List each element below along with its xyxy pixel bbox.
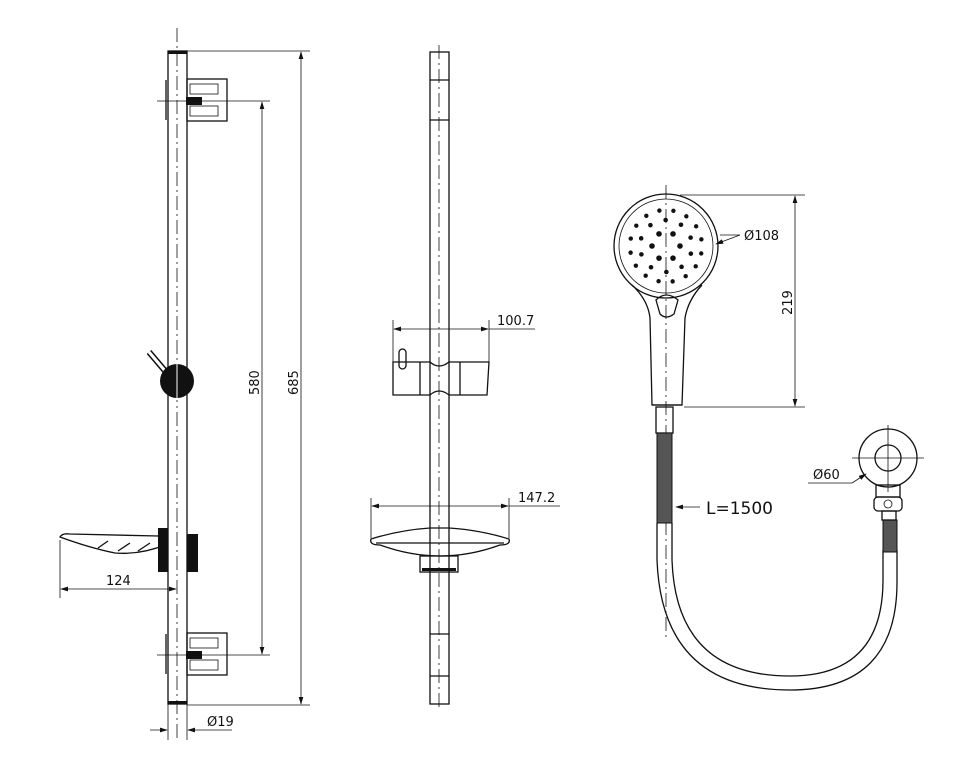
slider-front (392, 348, 490, 396)
nozzle-dot (656, 255, 662, 261)
wall-outlet: Ø60 (808, 425, 924, 521)
nozzle-dot (633, 263, 639, 268)
hand-shower: Ø108 219 (613, 185, 805, 640)
nozzle-dot (678, 222, 684, 228)
bottom-wall-bracket (157, 632, 232, 676)
soap-dish-front (370, 527, 510, 573)
dim-head-length: 219 (781, 290, 796, 315)
slider-knob (146, 350, 194, 400)
nozzle-dot (699, 251, 704, 256)
dim-outlet-diameter: Ø60 (813, 468, 840, 483)
nozzle-dot (644, 213, 649, 219)
nozzle-dot (670, 231, 676, 237)
nozzle-dot (679, 264, 684, 270)
nozzle-dot (688, 251, 694, 256)
nozzle-dot (638, 236, 644, 241)
nozzle-dot (628, 250, 633, 255)
nozzle-dot (671, 208, 676, 213)
nozzle-dot (664, 269, 669, 275)
nozzle-dot (656, 279, 661, 284)
nozzle-dot (670, 279, 675, 284)
dim-soap-dish-depth: 124 (106, 574, 131, 589)
rail-side-view: 685 580 124 Ø19 (59, 28, 310, 742)
nozzle-dot (693, 224, 699, 229)
nozzle-dot (677, 243, 683, 249)
rail-front-view: 100.7 147.2 (370, 45, 560, 710)
nozzle-dot (683, 273, 688, 279)
nozzle-dot (688, 235, 693, 240)
nozzle-dot (639, 252, 644, 257)
nozzle-dot (657, 208, 662, 213)
dim-dish-width: 147.2 (518, 491, 555, 506)
nozzle-dot (699, 237, 704, 242)
dim-hose-length: L=1500 (706, 499, 773, 519)
dim-rail-diameter: Ø19 (207, 715, 234, 730)
nozzle-pattern (628, 208, 704, 284)
nozzle-dot (656, 231, 662, 237)
nozzle-dot (663, 217, 668, 223)
nozzle-dot (648, 222, 653, 228)
nozzle-dot (670, 255, 676, 261)
nozzle-dot (684, 214, 689, 219)
soap-dish-side (59, 528, 198, 572)
nozzle-dot (628, 236, 633, 241)
nozzle-dot (634, 223, 639, 228)
nozzle-dot (693, 264, 698, 269)
dim-total-height: 685 (287, 370, 302, 395)
top-wall-bracket (157, 78, 232, 122)
nozzle-dot (649, 243, 655, 249)
dim-head-diameter: Ø108 (744, 229, 779, 244)
nozzle-dot (643, 273, 648, 278)
dim-slider-width: 100.7 (497, 314, 534, 329)
dim-bracket-spacing: 580 (248, 370, 263, 395)
nozzle-dot (648, 264, 654, 270)
